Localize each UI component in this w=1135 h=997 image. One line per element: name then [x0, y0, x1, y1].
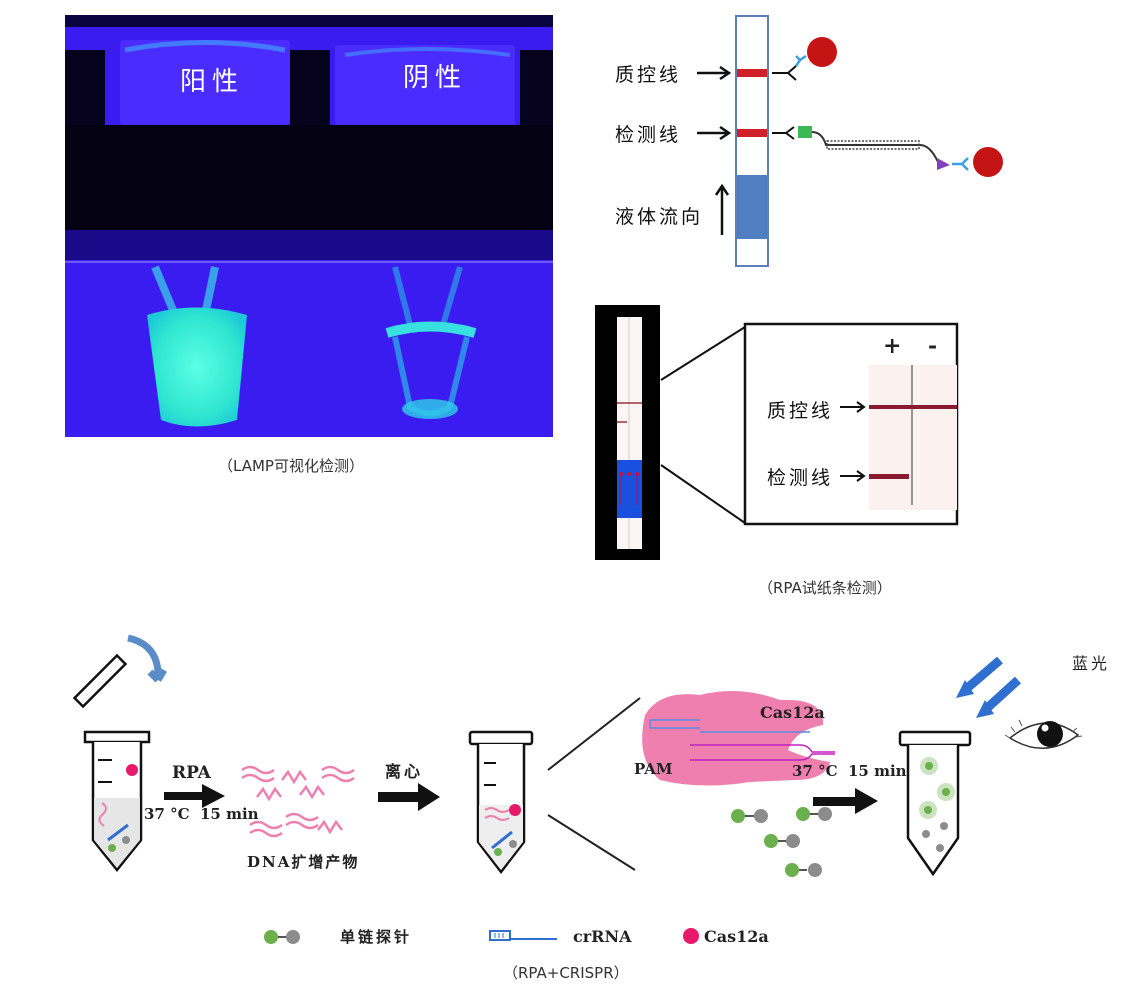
dna-products-icon: [241, 765, 355, 838]
test-complex-icon: [772, 126, 1003, 177]
rpa-test-line: [869, 474, 909, 479]
rpa-test-line-label: 检测线: [767, 467, 834, 489]
rpa-strip-illustration: [595, 305, 959, 560]
sample-pad: [737, 175, 767, 239]
test-line: [737, 129, 767, 137]
tube-2: [468, 730, 534, 875]
rpa-control-line: [869, 405, 957, 409]
probes-icon: [731, 807, 832, 877]
control-line: [737, 69, 767, 77]
dna-product-label: DNA扩增产物: [247, 853, 360, 871]
positive-cap: [120, 40, 290, 125]
tube-3: [898, 730, 972, 877]
arrow-icon: [697, 65, 732, 235]
blue-light-label: 蓝光: [1072, 654, 1111, 673]
negative-label: 阴性: [403, 63, 468, 93]
cas12a-dot-icon: [683, 928, 699, 944]
crispr-workflow: RPA 37 °C 15 min DNA扩增产物 离心 Cas12a PAM 3…: [60, 620, 1120, 900]
centrifuge-label: 离心: [385, 762, 424, 781]
crispr-caption: （RPA+CRISPR）: [503, 964, 629, 982]
probe-icon: [264, 930, 300, 944]
legend-cas12a-label: Cas12a: [704, 927, 769, 946]
arrow-right-icon: [378, 783, 440, 811]
strip-diagram: 质控线 检测线 液体流向: [600, 10, 1020, 280]
rpa-strip-caption: （RPA试纸条检测）: [758, 579, 892, 597]
crispr-condition-label: 37 °C 15 min: [792, 762, 907, 780]
crispr-workflow-illustration: [72, 634, 1083, 877]
control-antibody-icon: [772, 37, 837, 81]
legend-crrna-label: crRNA: [573, 927, 632, 946]
rpa-control-line-label: 质控线: [767, 400, 834, 422]
control-line-label: 质控线: [615, 64, 682, 86]
arrow-right-icon: [813, 788, 878, 814]
legend: 单链探针 crRNA Cas12a: [262, 924, 822, 954]
cas12a-complex-icon: [642, 691, 835, 786]
test-line-label: 检测线: [615, 124, 682, 146]
pam-label: PAM: [634, 760, 673, 778]
legend-probe-label: 单链探针: [340, 928, 413, 946]
strip-diagram-illustration: [697, 15, 1003, 267]
legend-icons: [264, 928, 699, 944]
rpa-step-label: RPA: [172, 763, 211, 783]
plus-label: +: [883, 333, 902, 359]
positive-tube-fluorescence: [147, 307, 247, 427]
negative-cap: [335, 45, 515, 127]
lamp-photo: 阳性 阴性: [65, 15, 553, 437]
crrna-icon: [489, 930, 557, 941]
tube-1: [72, 634, 168, 873]
flow-direction-label: 液体流向: [615, 206, 704, 228]
rpa-condition-label: 37 °C 15 min: [144, 805, 259, 823]
lamp-caption: （LAMP可视化检测）: [218, 457, 364, 475]
rpa-strip-photo: + - 质控线 检测线: [595, 305, 970, 560]
arrow-right-icon: [164, 784, 225, 808]
arrow-icon: [840, 401, 866, 482]
eye-icon: [1004, 719, 1083, 750]
rotate-arrow-icon: [127, 634, 168, 683]
positive-label: 阳性: [180, 67, 245, 97]
blue-light-icon: [956, 656, 1022, 718]
lamp-photo-illustration: [65, 15, 553, 427]
minus-label: -: [928, 333, 938, 359]
cas12a-label: Cas12a: [760, 703, 825, 722]
